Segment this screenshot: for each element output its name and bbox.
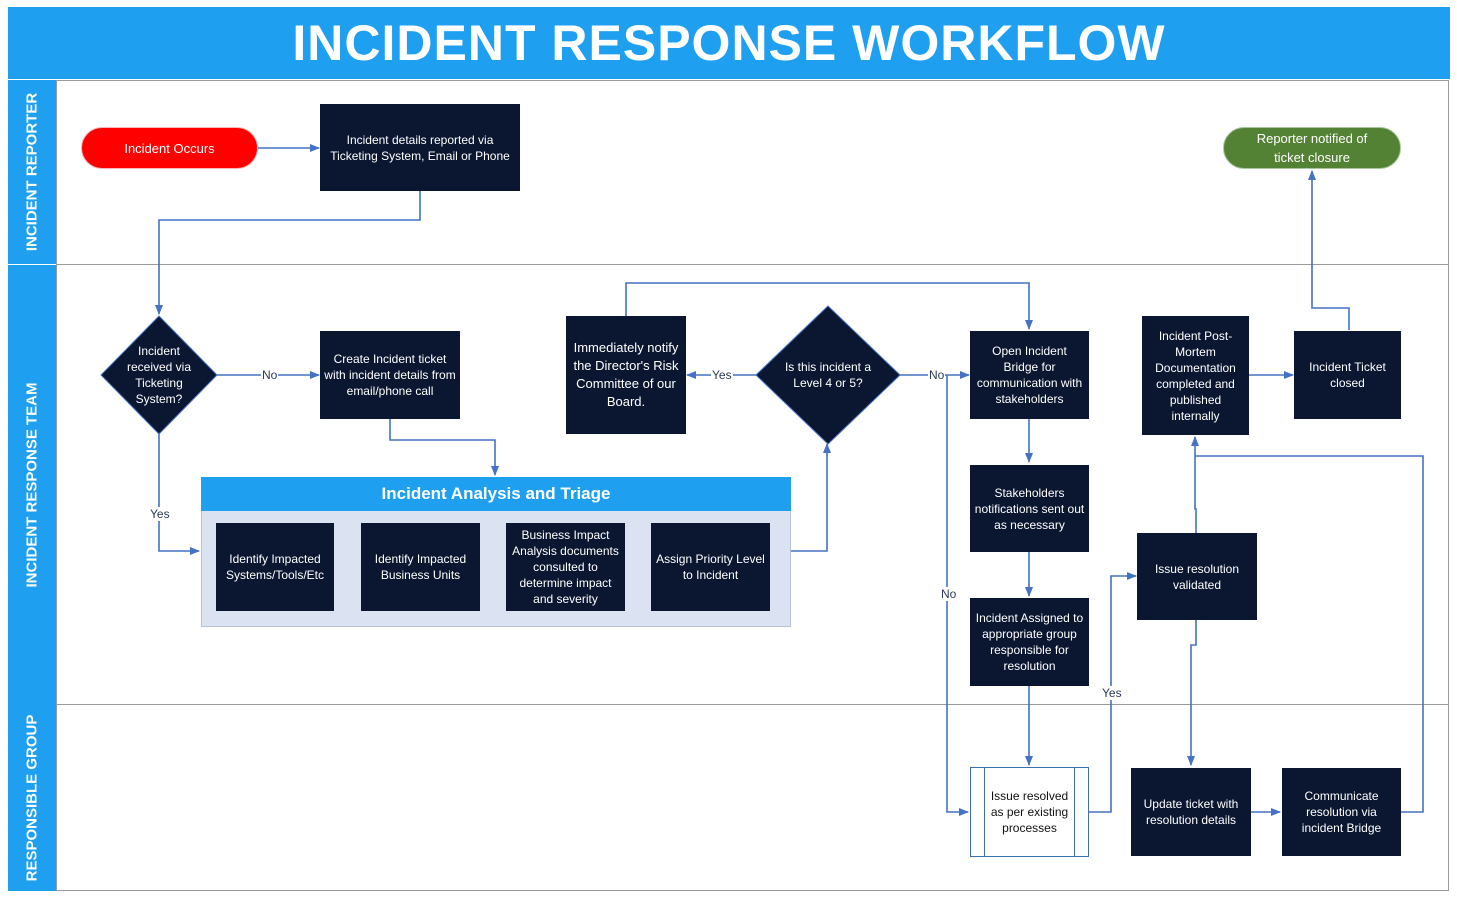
page-title: INCIDENT RESPONSE WORKFLOW — [8, 7, 1450, 79]
decision-level-4-or-5-label: Is this incident a Level 4 or 5? — [784, 360, 872, 390]
node-open-bridge[interactable]: Open Incident Bridge for communication w… — [970, 331, 1089, 419]
node-label: Incident Assigned to appropriate group r… — [975, 611, 1084, 673]
node-create-ticket[interactable]: Create Incident ticket with incident det… — [320, 331, 460, 419]
node-communicate-resolution[interactable]: Communicate resolution via incident Brid… — [1282, 768, 1401, 856]
edge-communicate-to-postmortem — [1195, 455, 1424, 813]
node-label: Update ticket with resolution details — [1143, 797, 1239, 827]
edge-label-yes-level: Yes — [711, 368, 733, 382]
edge-create-to-triage — [389, 419, 499, 476]
triage-step-bia[interactable]: Business Impact Analysis documents consu… — [506, 523, 625, 611]
node-label: Incident details reported via Ticketing … — [330, 132, 510, 163]
edge-label-no-ticket: No — [261, 368, 279, 382]
edge-label-yes-resolved: Yes — [1101, 686, 1123, 700]
end-reporter-notified[interactable]: Reporter notified of ticket closure — [1223, 127, 1401, 169]
edge-label-yes-ticket: Yes — [149, 507, 171, 521]
node-label: Issue resolved as per existing processes — [984, 768, 1075, 856]
edge-notify-to-bridge — [625, 282, 1033, 330]
node-label: Assign Priority Level to Incident — [656, 552, 765, 582]
edge-validated-to-postmortem — [1191, 436, 1199, 533]
triage-heading: Incident Analysis and Triage — [201, 477, 791, 511]
lane-label-incident-response-team: INCIDENT RESPONSE TEAM — [8, 265, 56, 705]
triage-step-business-units[interactable]: Identify Impacted Business Units — [361, 523, 480, 611]
node-issue-validated[interactable]: Issue resolution validated — [1137, 533, 1257, 620]
lane-incident-reporter — [56, 80, 1449, 265]
triage-step-systems[interactable]: Identify Impacted Systems/Tools/Etc — [216, 523, 334, 611]
edge-level-no-down — [946, 375, 969, 816]
edge-label-no-level: No — [928, 368, 946, 382]
decision-received-via-ticketing — [100, 315, 218, 435]
node-label: Issue resolution validated — [1154, 561, 1240, 592]
edge-label-no-level-down: No — [940, 587, 958, 601]
node-stakeholder-notifications[interactable]: Stakeholders notifications sent out as n… — [970, 465, 1089, 552]
node-post-mortem[interactable]: Incident Post-Mortem Documentation compl… — [1142, 316, 1249, 435]
node-update-ticket[interactable]: Update ticket with resolution details — [1131, 768, 1251, 856]
node-label: Identify Impacted Business Units — [374, 552, 467, 582]
node-label: Identify Impacted Systems/Tools/Etc — [225, 552, 325, 582]
triage-step-priority[interactable]: Assign Priority Level to Incident — [651, 523, 770, 611]
lane-label-responsible-group: RESPONSIBLE GROUP — [8, 705, 56, 891]
decision-received-via-ticketing-label: Incident received via Ticketing System? — [126, 344, 192, 406]
edge-closed-to-notified — [1308, 170, 1350, 330]
node-label: Incident Ticket closed — [1309, 360, 1386, 390]
node-label: Immediately notify the Director's Risk C… — [573, 340, 679, 409]
node-label: Open Incident Bridge for communication w… — [976, 344, 1083, 406]
terminal-label: Incident Occurs — [124, 140, 215, 156]
node-label: Communicate resolution via incident Brid… — [1301, 789, 1382, 835]
decision-level-4-or-5 — [755, 305, 901, 445]
node-label: Create Incident ticket with incident det… — [324, 352, 456, 398]
node-label: Stakeholders notifications sent out as n… — [974, 485, 1085, 532]
node-details-reported[interactable]: Incident details reported via Ticketing … — [320, 104, 520, 191]
start-incident-occurs[interactable]: Incident Occurs — [81, 127, 258, 169]
node-resolved-existing[interactable]: Issue resolved as per existing processes — [970, 767, 1089, 857]
lane-label-incident-reporter: INCIDENT REPORTER — [8, 80, 56, 264]
edge-validated-to-update — [1187, 620, 1197, 766]
edge-received-yes — [158, 434, 200, 555]
node-label: Business Impact Analysis documents consu… — [512, 528, 619, 606]
node-incident-assigned[interactable]: Incident Assigned to appropriate group r… — [970, 598, 1089, 686]
edge-reported-to-received — [155, 191, 421, 315]
edge-triage-to-level — [791, 443, 831, 552]
node-ticket-closed[interactable]: Incident Ticket closed — [1294, 331, 1401, 419]
terminal-label: Reporter notified of ticket closure — [1256, 131, 1368, 165]
node-notify-director[interactable]: Immediately notify the Director's Risk C… — [566, 316, 686, 434]
node-label: Incident Post-Mortem Documentation compl… — [1155, 328, 1236, 423]
